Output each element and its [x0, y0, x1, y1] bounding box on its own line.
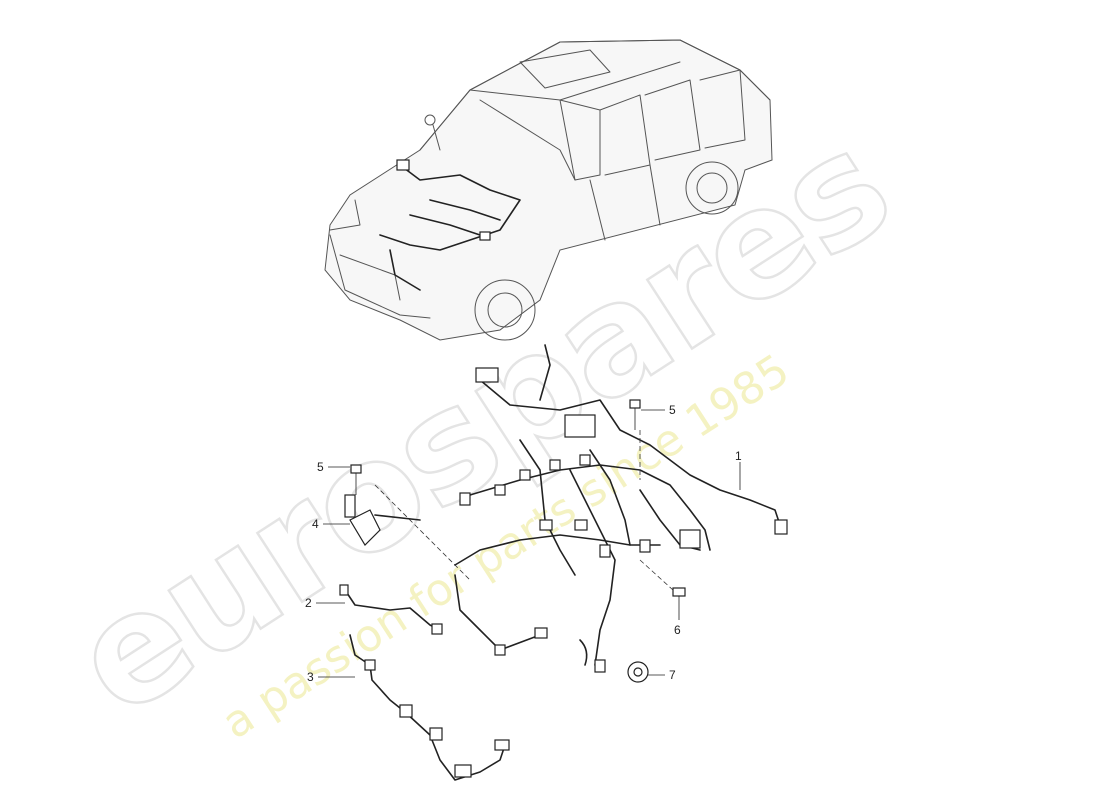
bolt-5-left — [350, 464, 362, 495]
nut-7 — [627, 661, 649, 683]
callout-labels: 1 2 3 4 5 5 6 7 — [305, 403, 742, 684]
callout-5-left: 5 — [317, 460, 324, 474]
callout-5-right: 5 — [669, 403, 676, 417]
vehicle-illustration — [324, 39, 773, 341]
bolt-6 — [672, 587, 686, 610]
callout-leaders — [316, 409, 741, 678]
part-3-cable — [349, 634, 510, 781]
callout-4: 4 — [312, 517, 319, 531]
callout-6: 6 — [674, 623, 681, 637]
callout-1: 1 — [735, 449, 742, 463]
main-harness — [454, 344, 788, 673]
callout-3: 3 — [307, 670, 314, 684]
bolt-5-right — [629, 399, 641, 430]
assembly-line-left — [374, 484, 471, 581]
callout-7: 7 — [669, 668, 676, 682]
assembly-line-bolt-6 — [639, 559, 674, 591]
part-4-bracket — [344, 494, 421, 546]
callout-2: 2 — [305, 596, 312, 610]
part-2-cable — [339, 584, 443, 635]
